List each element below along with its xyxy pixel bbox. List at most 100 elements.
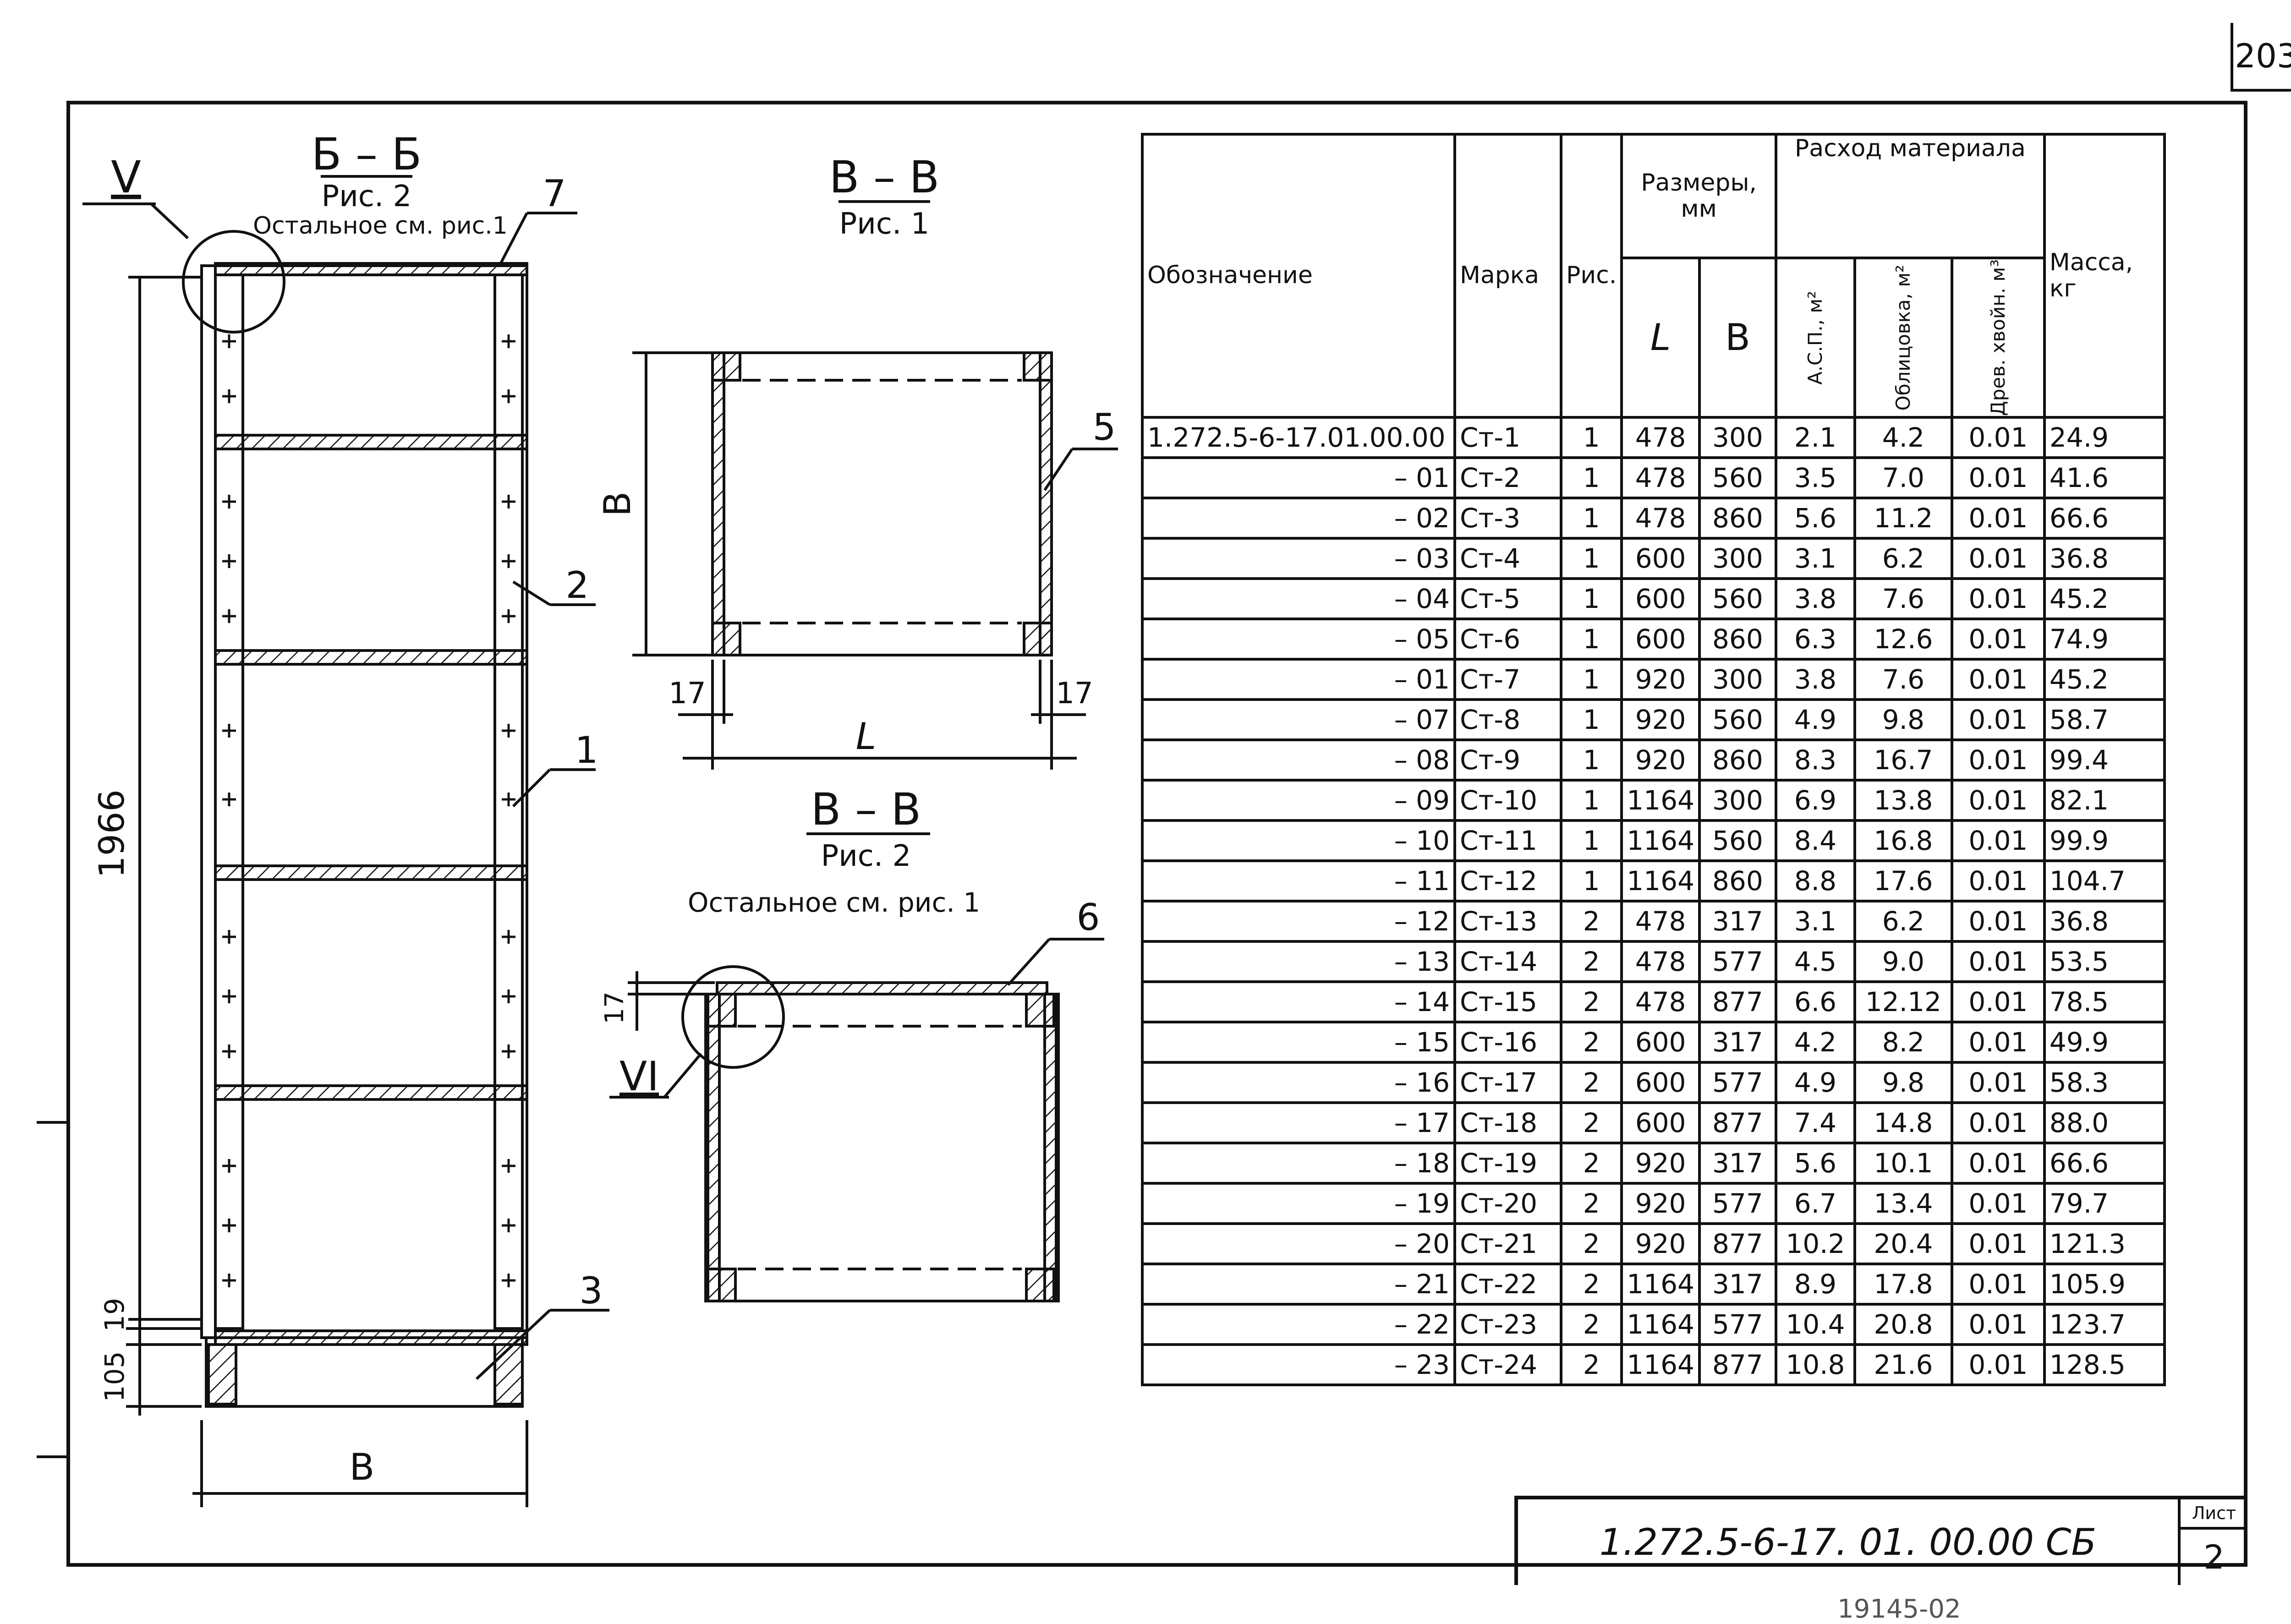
cell-asp: 8.9 bbox=[1774, 1263, 1856, 1306]
cell-wood: 0.01 bbox=[1950, 1142, 2046, 1185]
cell-designation: – 04 bbox=[1141, 577, 1456, 621]
cell-mark: Ст-7 bbox=[1453, 658, 1562, 701]
header-fig: Рис. bbox=[1559, 132, 1623, 419]
cell-asp: 5.6 bbox=[1774, 1142, 1856, 1185]
cell-fig: 1 bbox=[1559, 618, 1623, 661]
cell-designation: – 05 bbox=[1141, 618, 1456, 661]
cell-cladding: 9.0 bbox=[1853, 940, 1953, 984]
cell-fig: 1 bbox=[1559, 698, 1623, 742]
section-vv2-note: Остальное см. рис. 1 bbox=[688, 887, 980, 918]
cell-l: 920 bbox=[1620, 1142, 1701, 1185]
section-vv2-sub: Рис. 2 bbox=[821, 839, 911, 873]
cell-mass: 123.7 bbox=[2043, 1303, 2166, 1346]
cell-wood: 0.01 bbox=[1950, 859, 2046, 903]
cell-mark: Ст-20 bbox=[1453, 1182, 1562, 1225]
cell-cladding: 21.6 bbox=[1853, 1343, 1953, 1387]
cell-mark: Ст-3 bbox=[1453, 497, 1562, 540]
cell-l: 920 bbox=[1620, 1182, 1701, 1225]
specification-table: Обозначение Марка Рис. Размеры, мм Расхо… bbox=[1141, 132, 2166, 1387]
cell-l: 600 bbox=[1620, 618, 1701, 661]
cell-b: 860 bbox=[1698, 618, 1777, 661]
cell-mass: 104.7 bbox=[2043, 859, 2166, 903]
dim-width-b: В bbox=[350, 1446, 375, 1488]
section-bb-title: Б – Б bbox=[312, 129, 422, 180]
cell-l: 1164 bbox=[1620, 1263, 1701, 1306]
cell-mark: Ст-5 bbox=[1453, 577, 1562, 621]
cell-designation: – 09 bbox=[1141, 779, 1456, 822]
cell-asp: 4.9 bbox=[1774, 698, 1856, 742]
cell-b: 317 bbox=[1698, 900, 1777, 943]
cell-l: 920 bbox=[1620, 738, 1701, 782]
cell-wood: 0.01 bbox=[1950, 1061, 2046, 1105]
cell-cladding: 9.8 bbox=[1853, 698, 1953, 742]
cell-fig: 1 bbox=[1559, 859, 1623, 903]
cell-wood: 0.01 bbox=[1950, 537, 2046, 580]
header-cladding: Облицовка, м² bbox=[1853, 256, 1953, 419]
cell-designation: – 15 bbox=[1141, 1021, 1456, 1064]
cell-fig: 1 bbox=[1559, 738, 1623, 782]
cell-mark: Ст-17 bbox=[1453, 1061, 1562, 1105]
cell-b: 877 bbox=[1698, 1222, 1777, 1266]
cell-cladding: 16.7 bbox=[1853, 738, 1953, 782]
cell-mark: Ст-23 bbox=[1453, 1303, 1562, 1346]
cell-fig: 2 bbox=[1559, 1303, 1623, 1346]
cell-mass: 99.9 bbox=[2043, 819, 2166, 863]
cell-b: 317 bbox=[1698, 1021, 1777, 1064]
cell-fig: 1 bbox=[1559, 416, 1623, 459]
cell-fig: 1 bbox=[1559, 537, 1623, 580]
cell-designation: – 22 bbox=[1141, 1303, 1456, 1346]
cell-l: 478 bbox=[1620, 980, 1701, 1024]
cell-fig: 2 bbox=[1559, 1101, 1623, 1145]
cell-cladding: 7.6 bbox=[1853, 658, 1953, 701]
cell-fig: 2 bbox=[1559, 1263, 1623, 1306]
cell-b: 860 bbox=[1698, 738, 1777, 782]
cell-fig: 2 bbox=[1559, 980, 1623, 1024]
cell-designation: – 20 bbox=[1141, 1222, 1456, 1266]
cell-mass: 41.6 bbox=[2043, 456, 2166, 500]
cell-fig: 1 bbox=[1559, 819, 1623, 863]
cell-mark: Ст-13 bbox=[1453, 900, 1562, 943]
cell-b: 877 bbox=[1698, 1101, 1777, 1145]
cell-b: 300 bbox=[1698, 779, 1777, 822]
cell-wood: 0.01 bbox=[1950, 1343, 2046, 1387]
cell-designation: – 19 bbox=[1141, 1182, 1456, 1225]
cell-mass: 36.8 bbox=[2043, 537, 2166, 580]
position-3: 3 bbox=[580, 1269, 603, 1312]
cell-fig: 1 bbox=[1559, 497, 1623, 540]
cell-l: 478 bbox=[1620, 900, 1701, 943]
position-2: 2 bbox=[566, 564, 589, 607]
cell-mark: Ст-24 bbox=[1453, 1343, 1562, 1387]
cell-mass: 36.8 bbox=[2043, 900, 2166, 943]
document-code: 1.272.5-6-17. 01. 00.00 СБ bbox=[1599, 1521, 2097, 1564]
cell-l: 1164 bbox=[1620, 819, 1701, 863]
section-vv1-title: В – В bbox=[829, 152, 940, 203]
cell-b: 300 bbox=[1698, 416, 1777, 459]
cell-l: 600 bbox=[1620, 1021, 1701, 1064]
dim-width-l: L bbox=[856, 715, 877, 758]
dim-105: 105 bbox=[99, 1351, 130, 1402]
cell-mass: 82.1 bbox=[2043, 779, 2166, 822]
cell-mark: Ст-14 bbox=[1453, 940, 1562, 984]
cell-mass: 105.9 bbox=[2043, 1263, 2166, 1306]
cell-l: 600 bbox=[1620, 537, 1701, 580]
cell-designation: – 17 bbox=[1141, 1101, 1456, 1145]
cell-designation: – 01 bbox=[1141, 456, 1456, 500]
cell-asp: 6.6 bbox=[1774, 980, 1856, 1024]
cell-mass: 74.9 bbox=[2043, 618, 2166, 661]
dim-side-b: В bbox=[596, 492, 639, 517]
cell-cladding: 6.2 bbox=[1853, 537, 1953, 580]
cell-wood: 0.01 bbox=[1950, 618, 2046, 661]
cell-asp: 3.8 bbox=[1774, 658, 1856, 701]
position-5: 5 bbox=[1093, 406, 1116, 448]
cell-wood: 0.01 bbox=[1950, 738, 2046, 782]
cell-cladding: 20.8 bbox=[1853, 1303, 1953, 1346]
cell-mass: 121.3 bbox=[2043, 1222, 2166, 1266]
